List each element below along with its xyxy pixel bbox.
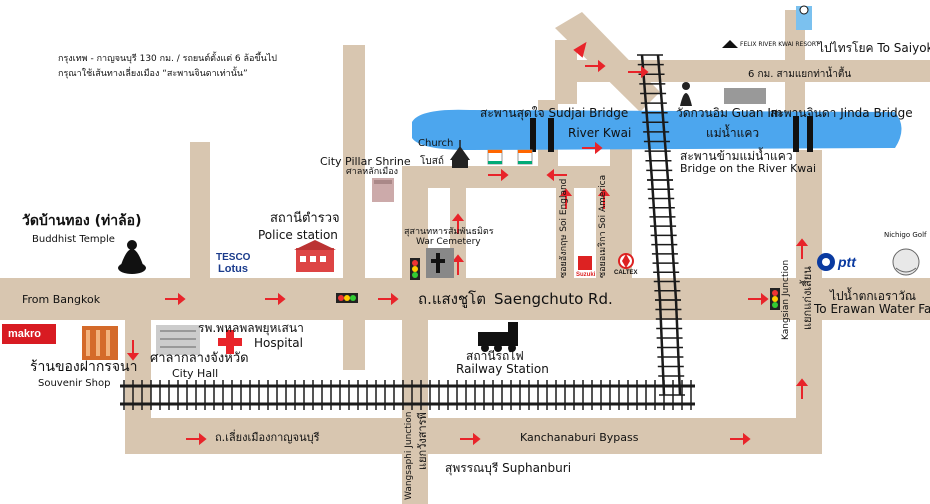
city-pillar-th-label: ศาลหลักเมือง bbox=[346, 167, 398, 177]
road-pillar bbox=[343, 45, 365, 370]
bridge-sudjai-1 bbox=[530, 118, 536, 152]
suphanburi-label: สุพรรณบุรี Suphanburi bbox=[445, 461, 572, 475]
souvenir-shop-icon bbox=[82, 326, 118, 360]
road-bypass bbox=[125, 418, 820, 454]
ptt-logo-text: ptt bbox=[838, 254, 856, 270]
road-north-horiz bbox=[555, 60, 805, 82]
saiyok-label: ไปไทรโยค To Saiyok bbox=[818, 41, 930, 55]
bridge-sudjai-2 bbox=[548, 118, 554, 152]
sudjai-bridge-label: สะพานสุดใจ Sudjai Bridge bbox=[480, 106, 629, 120]
saengchuto-th-label: ถ.แสงชูโต bbox=[418, 290, 486, 308]
railway-th-label: สถานีรถไฟ bbox=[466, 349, 524, 363]
road-saiyok bbox=[785, 60, 930, 82]
bridge-river-kwai-en-label: Bridge on the River Kwai bbox=[680, 162, 817, 175]
city-hall-en-label: City Hall bbox=[172, 367, 219, 380]
intro-line-2: กรุณาใช้เส้นทางเลี่ยงเมือง “สะพานจินดาเท… bbox=[58, 69, 248, 79]
saiyok-waterfall-icon bbox=[796, 5, 812, 30]
road-police bbox=[190, 142, 210, 282]
tesco-logo-bottom: Lotus bbox=[218, 263, 248, 275]
police-th-label: สถานีตำรวจ bbox=[270, 211, 340, 226]
kilometer-label: 6 กม. สามแยกท่าน้ำตื้น bbox=[748, 69, 852, 80]
suzuki-logo-text: Suzuki bbox=[576, 272, 596, 278]
police-station-icon bbox=[294, 240, 336, 272]
railway-en-label: Railway Station bbox=[456, 362, 549, 376]
guan-im-building-icon bbox=[724, 88, 766, 104]
road-river-south bbox=[402, 166, 632, 188]
souvenir-th-label: ร้านของฝากรจนา bbox=[30, 359, 138, 375]
erawan-th-label: ไปน้ำตกเอราวัณ bbox=[830, 289, 917, 303]
wangsaphi-th-label: แยกวังสารพี bbox=[416, 412, 429, 470]
guan-im-statue-icon bbox=[680, 82, 692, 106]
river-kwai-th-label: แม่น้ำแคว bbox=[706, 126, 760, 140]
hospital-icon bbox=[218, 330, 242, 354]
temple-th-label: วัดบ้านทอง (ท่าล้อ) bbox=[22, 213, 142, 229]
kangsian-en-label: Kangsian Junction bbox=[781, 259, 791, 340]
war-cemetery-th-label: สุสานทหารสัมพันธมิตร bbox=[404, 227, 494, 237]
felix-resort-logo bbox=[722, 40, 738, 48]
jinda-bridge-label: สะพานจินดา Jinda Bridge bbox=[770, 106, 913, 120]
seven-eleven-icon bbox=[487, 149, 533, 165]
road-kangsian bbox=[796, 150, 822, 454]
river-kwai-label: River Kwai bbox=[568, 126, 632, 140]
hospital-en-label: Hospital bbox=[254, 336, 303, 350]
soi-england-label: ซอยอังกฤษ Soi England bbox=[559, 178, 569, 278]
buddha-statue-icon bbox=[118, 240, 146, 274]
ptt-logo bbox=[817, 253, 835, 271]
road-wangsaphi bbox=[402, 318, 428, 504]
church-label: Church bbox=[418, 138, 454, 149]
traffic-lights bbox=[336, 258, 780, 310]
caltex-logo bbox=[618, 253, 634, 269]
bridge-jinda-1 bbox=[793, 116, 799, 152]
city-hall-th-label: ศาลากลางจังหวัด bbox=[150, 351, 249, 366]
war-cemetery-label: War Cemetery bbox=[416, 237, 481, 247]
saengchuto-en-label: Saengchuto Rd. bbox=[494, 290, 613, 308]
road-erawan bbox=[820, 278, 930, 320]
wangsaphi-label: Wangsaphi Junction bbox=[404, 411, 414, 501]
hospital-th-label: รพ.พหลพลพยุหเสนา bbox=[198, 321, 304, 335]
bridge-river-kwai-th-label: สะพานข้ามแม่น้ำแคว bbox=[680, 149, 793, 163]
intro-line-1: กรุงเทพ - กาญจนบุรี 130 กม. / รถยนต์ตั้ง… bbox=[58, 54, 277, 64]
kangsian-th-label: แยกแก่งเสี้ยน bbox=[801, 266, 814, 330]
road-north-vert bbox=[555, 40, 577, 104]
suzuki-logo bbox=[578, 256, 592, 270]
caltex-logo-text: CALTEX bbox=[614, 270, 638, 276]
makro-logo-text: makro bbox=[8, 328, 42, 340]
city-hall-icon bbox=[156, 325, 200, 355]
golf-ball-icon bbox=[892, 248, 920, 276]
church-th-label: โบสถ์ bbox=[420, 156, 444, 167]
road-north-2 bbox=[610, 140, 632, 280]
from-bangkok-label: From Bangkok bbox=[22, 293, 101, 306]
soi-america-label: ซอยอเมริกา Soi America bbox=[598, 174, 608, 278]
temple-en-label: Buddhist Temple bbox=[32, 234, 115, 245]
train-icon bbox=[478, 322, 518, 352]
city-pillar-label: City Pillar Shrine bbox=[320, 155, 411, 168]
guan-im-label: วัดกวนอิม Guan Im bbox=[676, 106, 783, 120]
bypass-en-label: Kanchanaburi Bypass bbox=[520, 431, 639, 444]
church-icon bbox=[450, 140, 470, 168]
erawan-en-label: To Erawan Water Fall bbox=[814, 302, 930, 316]
police-en-label: Police station bbox=[258, 228, 338, 242]
nichigo-golf-label: Nichigo Golf bbox=[884, 231, 927, 239]
felix-resort-label: FELIX RIVER KWAI RESORT bbox=[740, 41, 820, 48]
makro-logo bbox=[2, 324, 56, 344]
bridge-jinda-2 bbox=[807, 116, 813, 152]
bypass-th-label: ถ.เลี่ยงเมืองกาญจนบุรี bbox=[215, 431, 320, 444]
tesco-logo-top: TESCO bbox=[216, 252, 251, 263]
souvenir-en-label: Souvenir Shop bbox=[38, 378, 111, 389]
